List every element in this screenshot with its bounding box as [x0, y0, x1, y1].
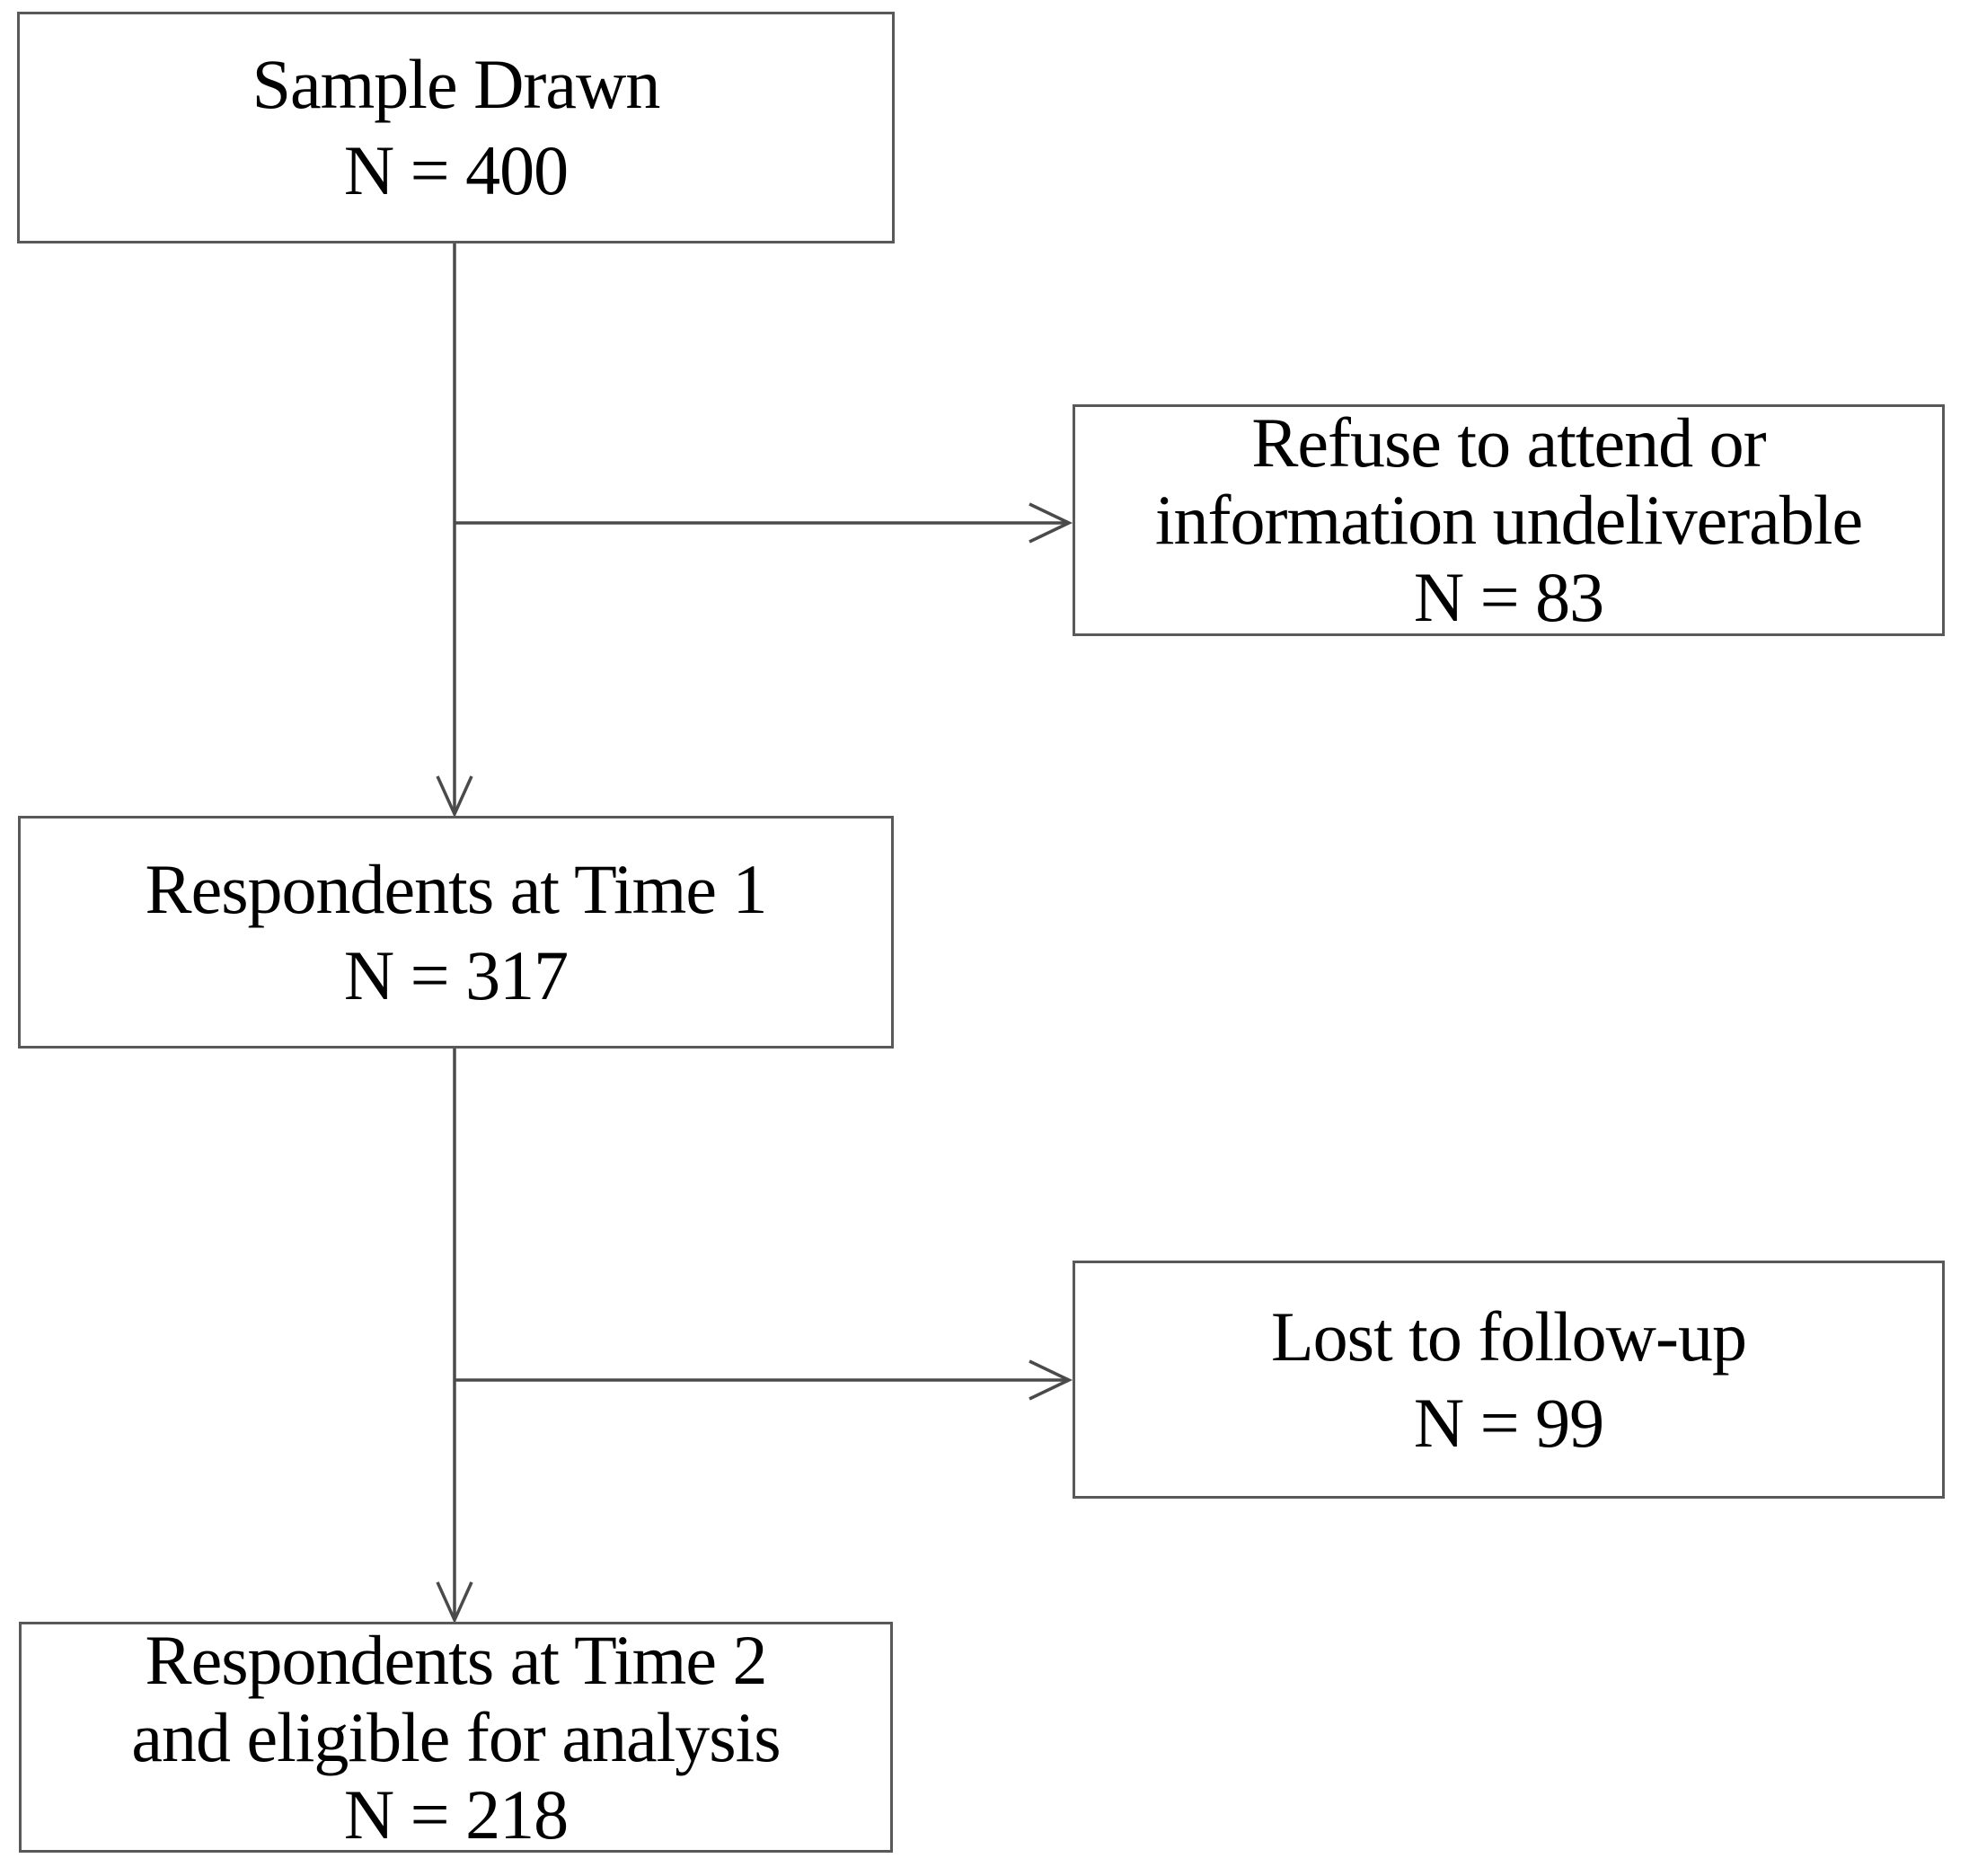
arrowhead-down-t1-icon — [436, 775, 473, 819]
box-label: Refuse to attend or — [1251, 403, 1766, 482]
box-label: Lost to follow-up — [1271, 1296, 1747, 1376]
box-label: and eligible for analysis — [131, 1697, 781, 1776]
box-n-value: N = 83 — [1413, 558, 1604, 636]
box-n-value: N = 317 — [343, 935, 569, 1014]
box-label: Respondents at Time 2 — [145, 1620, 768, 1699]
arrowhead-right-lost-icon — [1029, 1359, 1073, 1401]
box-label: Sample Drawn — [252, 45, 661, 123]
flowchart-box-respondents-t1: Respondents at Time 1 N = 317 — [18, 816, 894, 1049]
box-n-value: N = 218 — [343, 1774, 569, 1854]
flowchart-box-refuse: Refuse to attend or information undelive… — [1073, 404, 1945, 636]
flowchart-box-sample-drawn: Sample Drawn N = 400 — [17, 12, 895, 243]
box-label: information undeliverable — [1154, 481, 1863, 559]
box-n-value: N = 400 — [343, 131, 569, 209]
arrowhead-down-t2-icon — [436, 1581, 473, 1624]
arrowhead-right-refuse-icon — [1029, 502, 1073, 544]
box-label: Respondents at Time 1 — [145, 849, 768, 928]
flowchart-box-lost-followup: Lost to follow-up N = 99 — [1073, 1261, 1945, 1499]
flowchart-box-respondents-t2: Respondents at Time 2 and eligible for a… — [19, 1620, 893, 1854]
box-n-value: N = 99 — [1413, 1383, 1604, 1462]
